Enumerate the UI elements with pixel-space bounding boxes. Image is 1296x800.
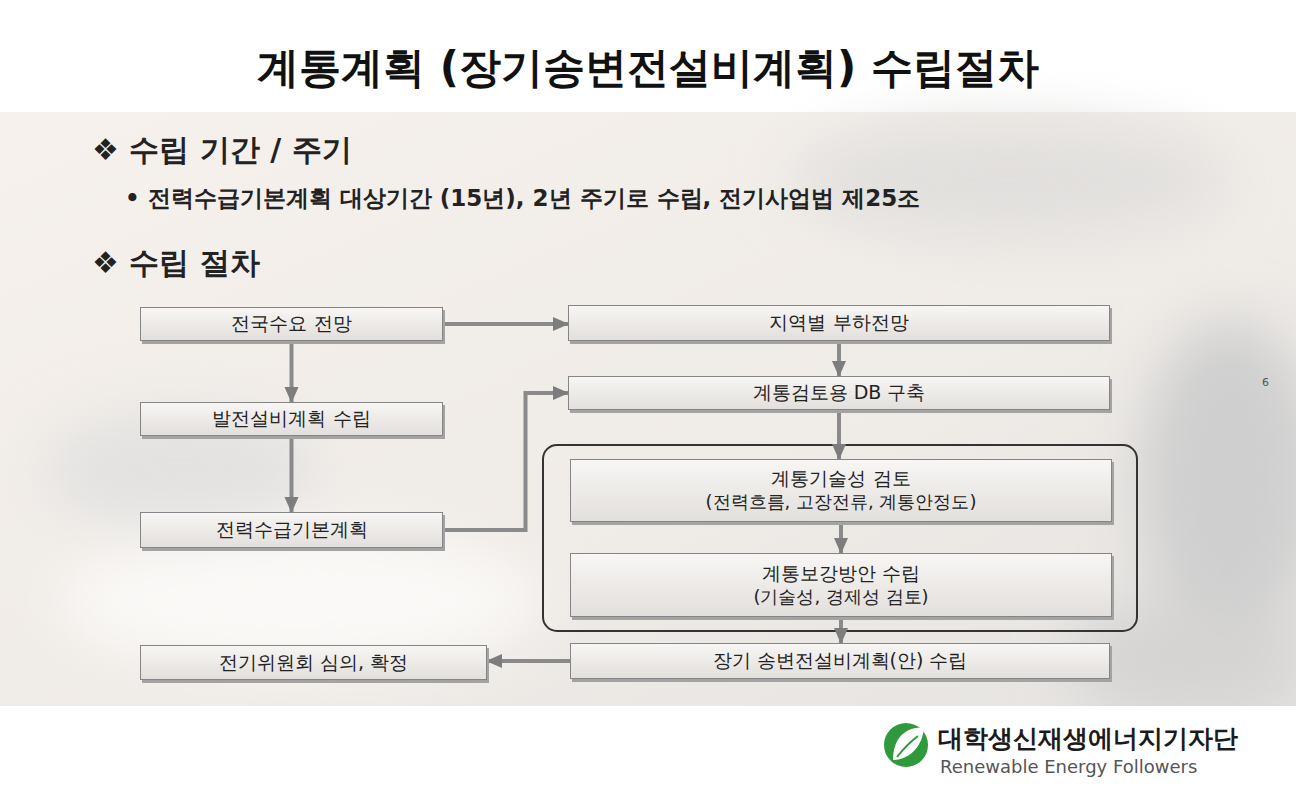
process-box: 지역별 부하전망: [568, 305, 1110, 341]
process-box: 전기위원회 심의, 확정: [140, 645, 487, 680]
box-label: 발전설비계획 수립: [212, 407, 370, 431]
box-label: 계통보강방안 수립: [762, 562, 920, 586]
logo-leaf: [884, 723, 928, 767]
flow-arrow: [839, 617, 843, 643]
flow-arrow: [837, 341, 841, 376]
box-label: 전기위원회 심의, 확정: [219, 651, 408, 675]
process-box: 계통보강방안 수립(기술성, 경제성 검토): [570, 553, 1112, 617]
box-label: 전력수급기본계획: [216, 518, 368, 542]
box-detail: (기술성, 경제성 검토): [753, 586, 928, 609]
group-outline: [543, 445, 1137, 631]
section-heading: ❖ 수립 절차: [92, 243, 260, 284]
box-detail: (전력흐름, 고장전류, 계통안정도): [706, 491, 977, 514]
section-heading: ❖ 수립 기간 / 주기: [92, 130, 352, 171]
flow-arrow: [837, 410, 841, 459]
page-number: 6: [1262, 376, 1269, 389]
bullet-text: • 전력수급기본계획 대상기간 (15년), 2년 주기로 수립, 전기사업법 …: [125, 183, 920, 214]
flow-arrow: [443, 322, 568, 326]
slide-title: 계통계획 (장기송변전설비계획) 수립절차: [0, 40, 1296, 96]
box-label: 계통검토용 DB 구축: [753, 381, 926, 405]
box-label: 장기 송변전설비계획(안) 수립: [713, 649, 968, 673]
process-box: 전력수급기본계획: [140, 512, 443, 548]
box-label: 지역별 부하전망: [769, 311, 908, 335]
process-box: 계통검토용 DB 구축: [568, 376, 1110, 410]
flow-arrow: [443, 393, 568, 530]
flow-arrow: [290, 341, 294, 402]
box-label: 계통기술성 검토: [771, 467, 910, 491]
process-box: 계통기술성 검토(전력흐름, 고장전류, 계통안정도): [570, 459, 1112, 522]
flow-arrow: [290, 436, 294, 512]
cloud-shapes: [40, 120, 1296, 720]
box-label: 전국수요 전망: [231, 312, 351, 336]
flow-arrow: [839, 522, 843, 553]
flow-arrow: [487, 659, 570, 663]
process-box: 발전설비계획 수립: [140, 402, 443, 436]
logo-subtitle: Renewable Energy Followers: [940, 756, 1197, 777]
process-box: 전국수요 전망: [140, 307, 443, 341]
logo-name: 대학생신재생에너지기자단: [938, 722, 1238, 755]
process-box: 장기 송변전설비계획(안) 수립: [570, 643, 1110, 679]
